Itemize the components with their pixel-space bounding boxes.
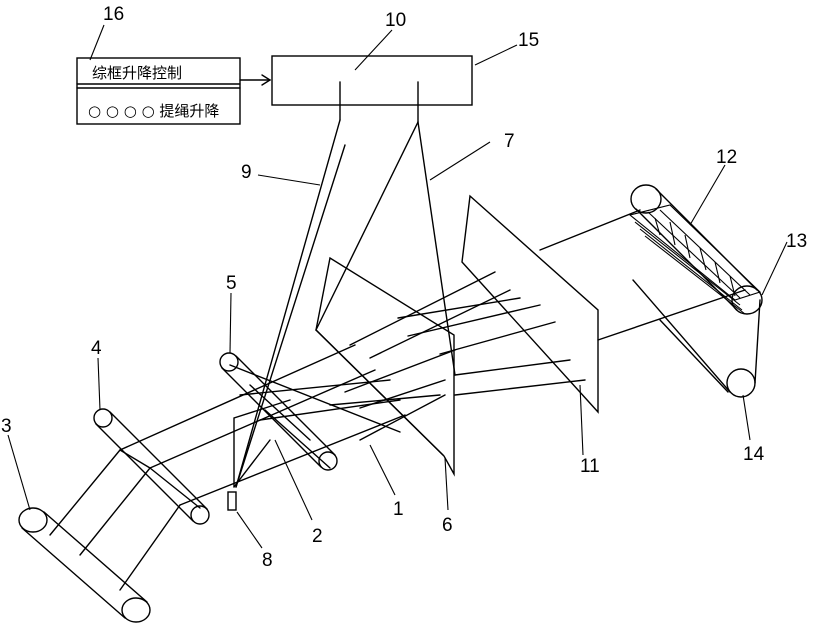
- label-16: 16: [103, 4, 124, 25]
- label-6: 6: [442, 515, 453, 536]
- warp-threads: [50, 210, 745, 590]
- heddle-rope-7: [316, 82, 455, 375]
- label-3: 3: [1, 416, 12, 437]
- arrow-to-box-15: [240, 75, 270, 85]
- label-2: 2: [312, 526, 323, 547]
- woven-cloth-12: [630, 205, 760, 314]
- beam-4: [94, 409, 209, 524]
- cloth-roll-13: [631, 185, 762, 314]
- label-5: 5: [226, 273, 237, 294]
- part-8: [228, 492, 236, 510]
- beam-3: [19, 508, 150, 622]
- control-box-line2: ○ ○ ○ ○ 提绳升降: [88, 102, 219, 120]
- lift-rope-9: [236, 82, 345, 487]
- control-box-line1: 综框升降控制: [92, 64, 182, 82]
- label-8: 8: [262, 550, 273, 571]
- label-11: 11: [580, 456, 600, 477]
- label-13: 13: [786, 231, 807, 252]
- label-14: 14: [743, 444, 765, 465]
- control-box-16: 综框升降控制 ○ ○ ○ ○ 提绳升降: [77, 58, 240, 124]
- label-12: 12: [716, 147, 737, 168]
- label-4: 4: [91, 338, 102, 359]
- label-1: 1: [393, 499, 404, 520]
- label-15: 15: [518, 30, 539, 51]
- label-7: 7: [504, 131, 515, 152]
- box-15: [272, 56, 472, 105]
- label-10: 10: [385, 10, 406, 31]
- label-9: 9: [241, 162, 252, 183]
